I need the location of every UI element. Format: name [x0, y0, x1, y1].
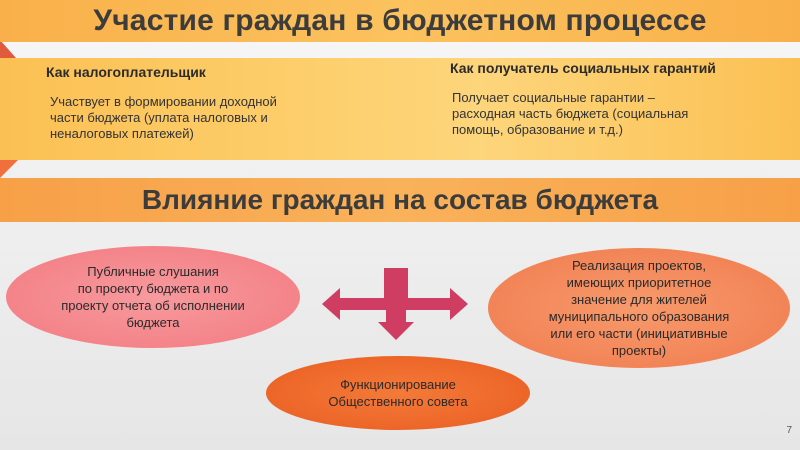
- form-text-line: проекту отчета об исполнении: [61, 298, 245, 313]
- form-text-line: Реализация проектов,: [571, 258, 707, 273]
- role-taxpayer-line: неналоговых платежей): [50, 126, 194, 141]
- arrow-shape: [322, 268, 468, 340]
- form-initiative-projects: Реализация проектов, имеющих приоритетно…: [488, 248, 790, 368]
- section-title: Влияние граждан на состав бюджета: [141, 184, 659, 215]
- role-recipient-line: Получает социальные гарантии –: [452, 90, 655, 105]
- role-taxpayer-title: Как налогоплательщик: [46, 64, 206, 80]
- roles-panel: Как налогоплательщик Участвует в формиро…: [0, 58, 800, 160]
- form-text-line: по проекту бюджета и по: [77, 281, 229, 296]
- form-text-line: имеющих приоритетное: [566, 275, 712, 290]
- form-text-line: проекты): [611, 343, 667, 358]
- page-title: Участие граждан в бюджетном процессе: [93, 4, 707, 37]
- role-taxpayer: Как налогоплательщик Участвует в формиро…: [46, 64, 386, 142]
- role-recipient-line: расходная часть бюджета (социальная: [452, 106, 689, 121]
- form-text-line: бюджета: [126, 315, 180, 330]
- role-taxpayer-line: части бюджета (уплата налоговых и: [50, 110, 268, 125]
- role-recipient-line: помощь, образование и т.д.): [452, 122, 623, 137]
- role-recipient: Как получатель социальных гарантий Получ…: [450, 60, 790, 138]
- form-text-line: Публичные слушания: [87, 264, 219, 279]
- page-number: 7: [786, 425, 792, 436]
- form-text-line: Общественного совета: [328, 394, 468, 409]
- form-public-council: Функционирование Общественного совета: [266, 356, 530, 430]
- form-text-line: или его части (инициативные: [550, 326, 728, 341]
- role-recipient-title: Как получатель социальных гарантий: [450, 60, 716, 76]
- role-taxpayer-line: Участвует в формировании доходной: [50, 94, 277, 109]
- three-way-arrow-icon: [322, 268, 468, 340]
- form-text-line: значение для жителей: [571, 292, 707, 307]
- form-text-line: Функционирование: [340, 377, 456, 392]
- header-banner: Участие граждан в бюджетном процессе: [0, 0, 800, 42]
- section-banner: Влияние граждан на состав бюджета: [0, 178, 800, 222]
- form-public-hearings: Публичные слушания по проекту бюджета и …: [6, 246, 300, 348]
- form-text-line: муниципального образования: [548, 309, 730, 324]
